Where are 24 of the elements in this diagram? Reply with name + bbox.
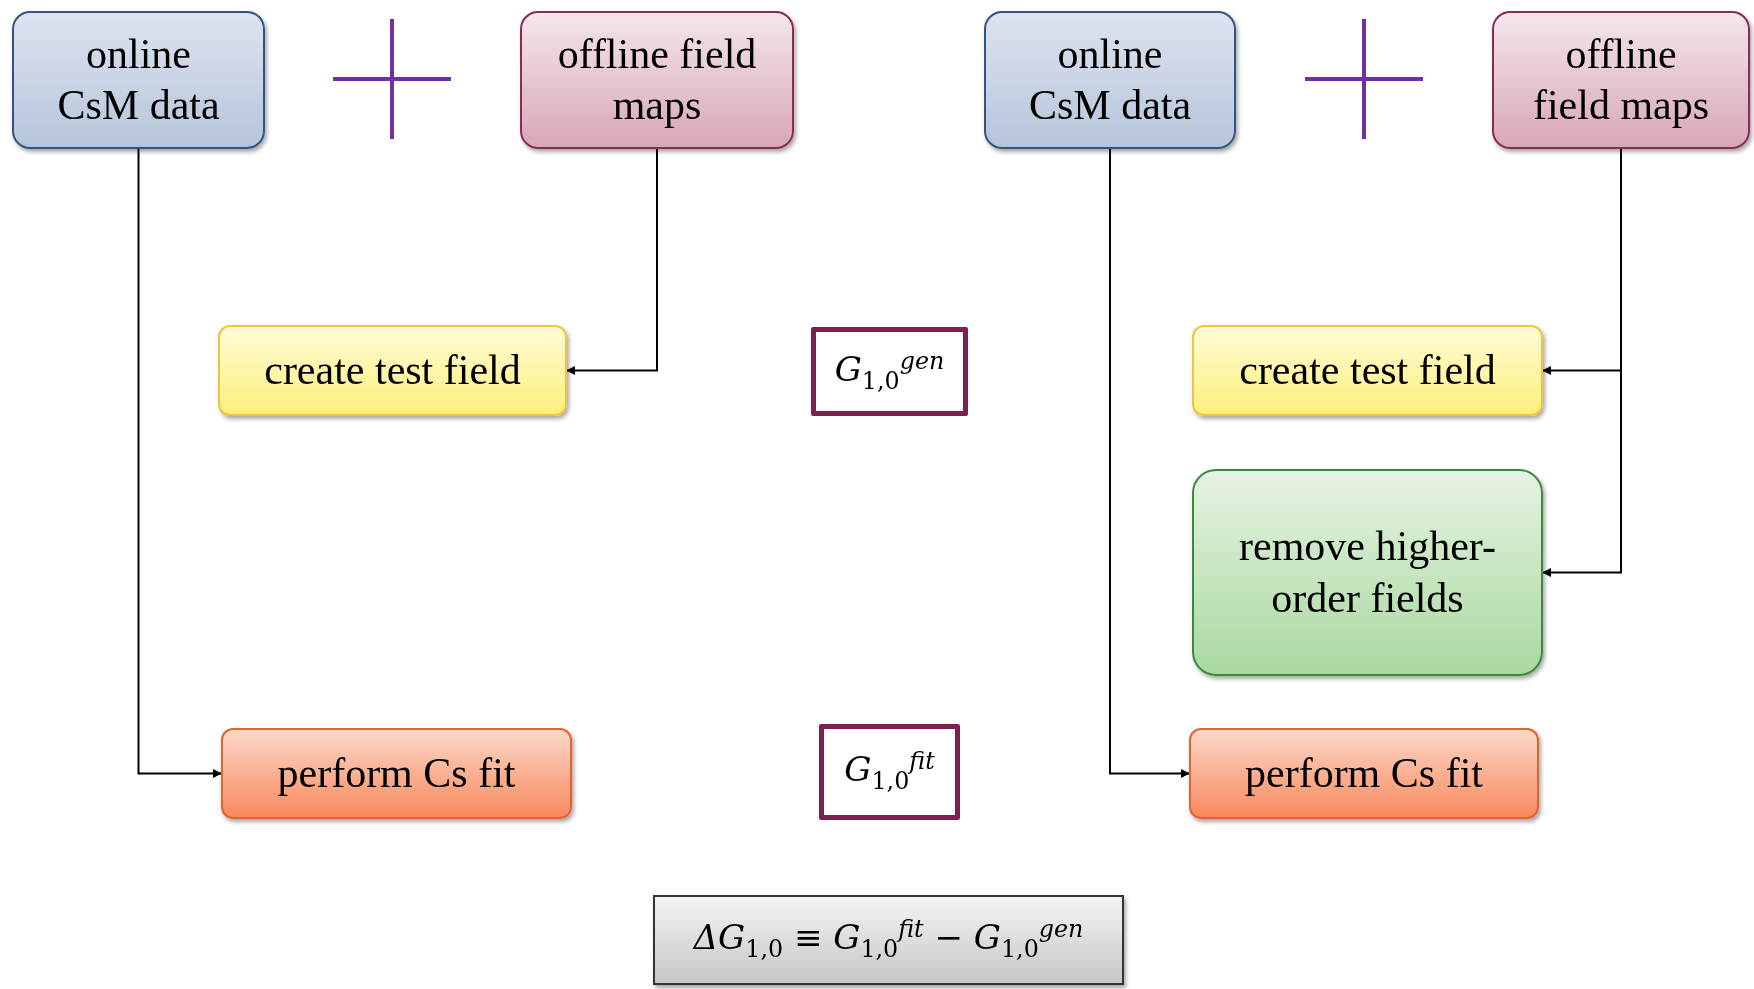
box-label: online CsM data <box>56 29 221 130</box>
process-box <box>1192 325 1543 416</box>
arrow <box>1109 148 1190 778</box>
box-label: perform Cs fit <box>276 748 517 798</box>
process-box <box>218 325 567 416</box>
box-label: perform Cs fit <box>1244 748 1484 798</box>
result-box <box>811 327 968 416</box>
box-label: create test field <box>263 345 522 395</box>
process-box <box>1192 469 1543 676</box>
box-label: offline field maps <box>1531 29 1711 130</box>
result-box <box>819 724 960 820</box>
box-label: create test field <box>1238 345 1497 395</box>
arrow <box>137 148 222 778</box>
box-label: remove higher-order fields <box>1238 522 1497 623</box>
data-source-box <box>12 11 265 149</box>
process-box <box>1189 728 1539 819</box>
data-source-box <box>520 11 794 149</box>
arrow <box>566 148 658 375</box>
box-label: offline field maps <box>556 29 758 130</box>
process-box <box>221 728 572 819</box>
data-source-box <box>984 11 1236 149</box>
box-label: online CsM data <box>1027 29 1193 130</box>
formula-box <box>653 895 1124 985</box>
data-source-box <box>1492 11 1750 149</box>
